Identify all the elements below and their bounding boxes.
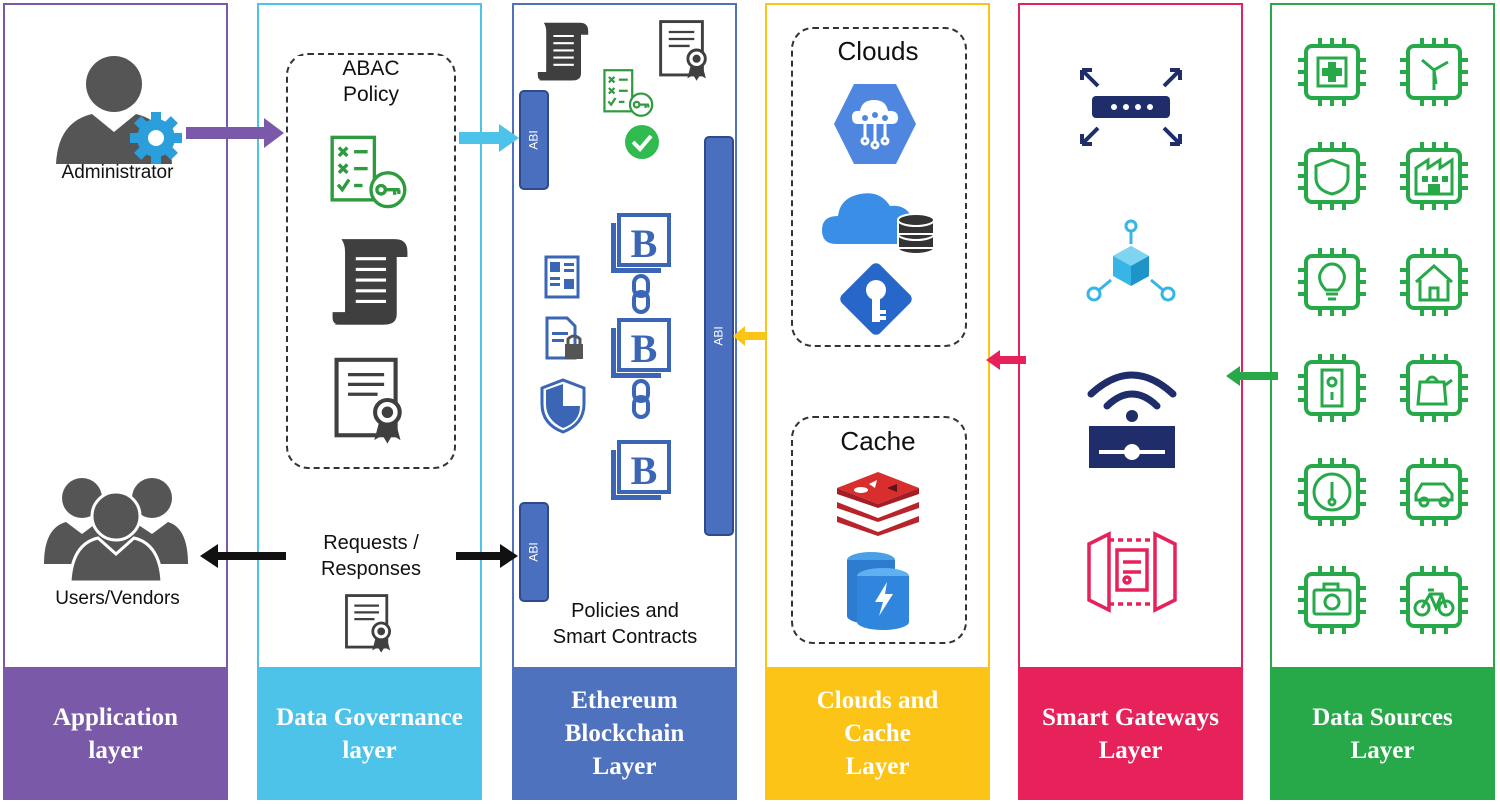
dynamo-cache-icon: [847, 552, 909, 630]
abi-interface-main: ABI: [704, 136, 734, 536]
clouds-label: Clouds: [837, 36, 919, 66]
chain-link-icon: [631, 375, 651, 423]
certificate-icon: [330, 352, 412, 448]
arrow-left-icon: [986, 350, 1026, 370]
administrator-label: Administrator: [61, 162, 174, 183]
arrow-right-icon: [459, 124, 519, 152]
medical-chip-icon: [1296, 36, 1368, 108]
key-diamond-icon: [840, 263, 912, 335]
cloud-network-icon: [834, 84, 916, 164]
id-card-icon: [544, 255, 580, 299]
switch-chip-icon: [1296, 352, 1368, 424]
abi-interface-top: ABI: [519, 90, 549, 190]
locked-file-icon: [545, 316, 583, 360]
car-chip-icon: [1398, 456, 1470, 528]
cache-label: Cache: [840, 426, 916, 456]
arrow-right-icon: [186, 118, 284, 148]
smart-gateways-layer-title: Smart Gateways Layer: [1018, 667, 1243, 800]
badge-chip-icon: [1296, 140, 1368, 212]
blockchain-block-icon: [611, 440, 671, 500]
abac-policy-label: ABAC Policy: [296, 56, 446, 108]
data-governance-layer-title: Data Governance layer: [257, 667, 482, 800]
redis-cache-icon: [837, 472, 919, 536]
users-vendors-label: Users/Vendors: [55, 588, 180, 609]
chain-link-icon: [631, 270, 651, 318]
bulb-chip-icon: [1296, 246, 1368, 318]
users-group-icon: [44, 478, 188, 584]
blockchain-block-icon: [611, 213, 671, 273]
blockchain-block-icon: [611, 318, 671, 378]
camera-chip-icon: [1296, 564, 1368, 636]
policies-smart-contracts-label: Policies and Smart Contracts: [552, 600, 698, 648]
smart-gateways-layer: Smart Gateways Layer: [1018, 3, 1243, 800]
scroll-document-icon: [530, 18, 596, 84]
checklist-key-icon: [328, 134, 414, 210]
cloud-database-icon: [822, 193, 935, 255]
clouds-cache-layer-title: Clouds and Cache Layer: [765, 667, 990, 800]
arrow-left-icon: [200, 544, 290, 568]
gauge-chip-icon: [1296, 456, 1368, 528]
checklist-key-icon: [601, 68, 659, 118]
router-icon: [1080, 68, 1182, 146]
gateway-frame-icon: [1087, 531, 1177, 613]
ethereum-blockchain-layer-title: Ethereum Blockchain Layer: [512, 667, 737, 800]
application-layer-title: Application layer: [3, 667, 228, 800]
cache-box: [791, 416, 967, 644]
data-sources-layer-title: Data Sources Layer: [1270, 667, 1495, 800]
scroll-document-icon: [320, 232, 420, 330]
wifi-gateway-icon: [1087, 371, 1177, 468]
windmill-chip-icon: [1398, 36, 1470, 108]
arrow-left-icon: [1226, 366, 1278, 386]
administrator-icon: [56, 56, 182, 164]
abac-policy-box: [286, 53, 456, 469]
house-chip-icon: [1398, 246, 1470, 318]
arrow-left-icon: [733, 326, 767, 346]
kettle-chip-icon: [1398, 352, 1470, 424]
bicycle-chip-icon: [1398, 564, 1470, 636]
factory-chip-icon: [1398, 140, 1470, 212]
certificate-icon: [656, 16, 714, 84]
shield-icon: [540, 378, 586, 434]
requests-responses-label: Requests / Responses: [286, 530, 456, 582]
arrow-right-icon: [452, 544, 518, 568]
certificate-icon: [342, 590, 398, 656]
iot-hub-icon: [1086, 219, 1176, 302]
clouds-box: [791, 27, 967, 347]
check-icon: [625, 125, 659, 159]
abi-interface-bottom: ABI: [519, 502, 549, 602]
